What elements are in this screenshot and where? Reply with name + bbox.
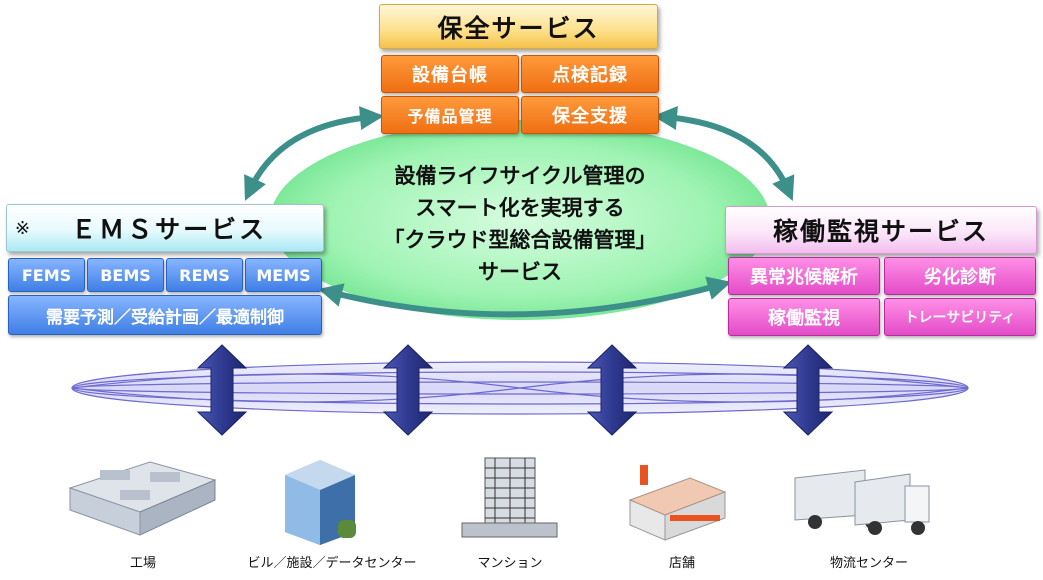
center-line-1: 設備ライフサイクル管理の: [394, 164, 646, 188]
building-label-logistics: 物流センター: [829, 556, 908, 571]
monitoring-item-operation-monitoring: 稼働監視: [728, 298, 880, 336]
connection-arrow-2: [382, 344, 434, 436]
ems-mark: ※: [15, 217, 34, 239]
factory-icon: [68, 461, 217, 536]
ems-item-fems: FEMS: [8, 258, 85, 292]
maintenance-service-title: 保全サービス: [379, 4, 658, 49]
ems-item-bems: BEMS: [87, 258, 164, 292]
ems-item-mems: MEMS: [245, 258, 322, 292]
building-label-apartment: マンション: [477, 556, 543, 571]
central-ellipse: [270, 120, 770, 320]
network-ring: [71, 361, 969, 415]
monitoring-item-degradation-diagnosis: 劣化診断: [884, 257, 1036, 295]
maintenance-item-spare-parts: 予備品管理: [381, 96, 519, 134]
ems-service-title: ＥＭＳサービス: [71, 215, 268, 244]
store-icon: [628, 465, 727, 541]
connection-arrows: [196, 344, 834, 436]
ems-service-title-box: ※ ＥＭＳサービス: [6, 204, 324, 252]
cycle-arrow-top-left: [244, 106, 384, 201]
center-line-4: サービス: [478, 260, 562, 284]
ems-item-rems: REMS: [166, 258, 243, 292]
building-label-office: ビル／施設／データセンター: [247, 556, 417, 571]
monitoring-item-anomaly-analysis: 異常兆候解析: [728, 257, 880, 295]
building-label-factory: 工場: [129, 556, 156, 571]
building-label-store: 店舗: [668, 556, 695, 571]
maintenance-item-asset-ledger: 設備台帳: [381, 55, 519, 93]
cycle-arrow-bottom: [318, 276, 732, 318]
connection-arrow-3: [586, 344, 638, 436]
ems-item-demand-forecast: 需要予測／受給計画／最適制御: [8, 295, 322, 335]
maintenance-item-support: 保全支援: [521, 96, 659, 134]
apartment-icon: [461, 457, 558, 538]
monitoring-service-title: 稼働監視サービス: [725, 206, 1037, 254]
center-description: 設備ライフサイクル管理の スマート化を実現する 「クラウド型総合設備管理」 サー…: [330, 160, 710, 288]
center-line-3: 「クラウド型総合設備管理」: [383, 228, 657, 252]
cycle-arrow-top-right: [653, 106, 795, 202]
connection-arrow-1: [196, 344, 248, 436]
trucks-icon: [794, 469, 930, 535]
connection-arrow-4: [782, 344, 834, 436]
maintenance-item-inspection-record: 点検記録: [521, 55, 659, 93]
center-line-2: スマート化を実現する: [415, 196, 625, 220]
monitoring-item-traceability: トレーサビリティ: [884, 298, 1036, 336]
office-building-icon: [285, 460, 356, 545]
